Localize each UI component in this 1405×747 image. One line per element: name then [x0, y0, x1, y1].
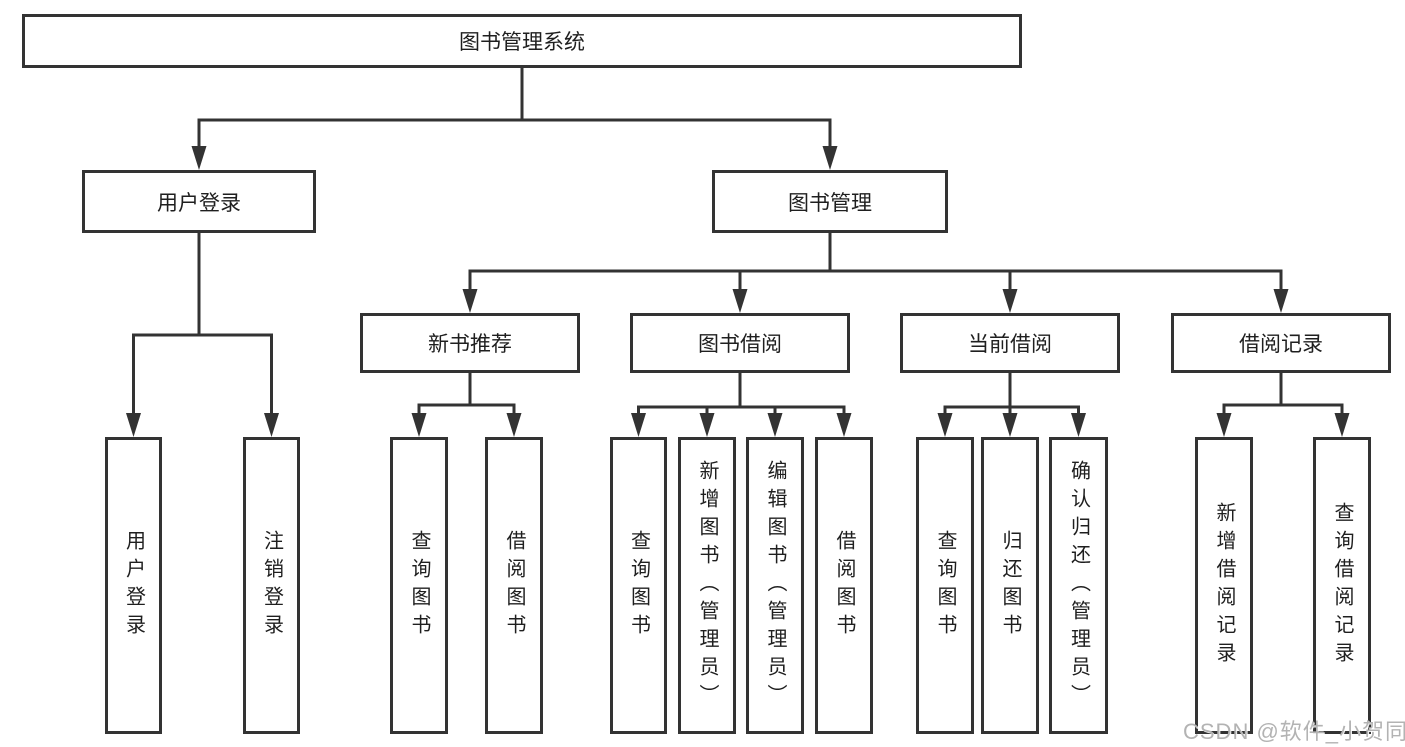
- node-book-management-label: 图书管理: [788, 191, 872, 215]
- node-borrow-record-label: 借阅记录: [1239, 333, 1323, 356]
- leaf-edit-books-admin: 编辑图书（管理员）: [746, 437, 804, 734]
- leaf-current-query-books-label: 查询图书: [934, 529, 956, 642]
- node-user-login: 用户登录: [82, 170, 316, 233]
- node-root-label: 图书管理系统: [459, 31, 585, 54]
- node-book-borrow: 图书借阅: [630, 313, 850, 373]
- leaf-newbook-query-books: 查询图书: [390, 437, 448, 734]
- leaf-return-books: 归还图书: [981, 437, 1039, 734]
- leaf-add-borrow-record: 新增借阅记录: [1195, 437, 1253, 734]
- node-book-management: 图书管理: [712, 170, 948, 233]
- leaf-borrow-books: 借阅图书: [815, 437, 873, 734]
- leaf-user-login-label: 用户登录: [122, 529, 145, 642]
- node-book-borrow-label: 图书借阅: [698, 333, 782, 356]
- node-current-borrow: 当前借阅: [900, 313, 1120, 373]
- leaf-add-borrow-record-label: 新增借阅记录: [1213, 501, 1235, 670]
- leaf-newbook-query-books-label: 查询图书: [408, 529, 430, 642]
- node-user-login-label: 用户登录: [157, 191, 241, 215]
- leaf-query-borrow-record: 查询借阅记录: [1313, 437, 1371, 734]
- leaf-return-books-label: 归还图书: [999, 529, 1021, 642]
- leaf-user-login: 用户登录: [105, 437, 162, 734]
- node-new-book-recommend: 新书推荐: [360, 313, 580, 373]
- leaf-add-books-admin-label: 新增图书（管理员）: [696, 459, 718, 712]
- node-current-borrow-label: 当前借阅: [968, 333, 1052, 356]
- leaf-current-query-books: 查询图书: [916, 437, 974, 734]
- leaf-borrow-books-label: 借阅图书: [833, 529, 855, 642]
- leaf-borrow-query-books-label: 查询图书: [627, 529, 650, 642]
- node-new-book-recommend-label: 新书推荐: [428, 333, 512, 356]
- leaf-logout-label: 注销登录: [260, 529, 283, 642]
- leaf-confirm-return-admin: 确认归还（管理员）: [1049, 437, 1108, 734]
- leaf-logout: 注销登录: [243, 437, 300, 734]
- leaf-edit-books-admin-label: 编辑图书（管理员）: [764, 459, 786, 712]
- leaf-add-books-admin: 新增图书（管理员）: [678, 437, 736, 734]
- leaf-newbook-borrow-books-label: 借阅图书: [503, 529, 525, 642]
- leaf-newbook-borrow-books: 借阅图书: [485, 437, 543, 734]
- leaf-query-borrow-record-label: 查询借阅记录: [1331, 501, 1353, 670]
- node-borrow-record: 借阅记录: [1171, 313, 1391, 373]
- node-root: 图书管理系统: [22, 14, 1022, 68]
- leaf-confirm-return-admin-label: 确认归还（管理员）: [1067, 459, 1090, 712]
- leaf-borrow-query-books: 查询图书: [610, 437, 667, 734]
